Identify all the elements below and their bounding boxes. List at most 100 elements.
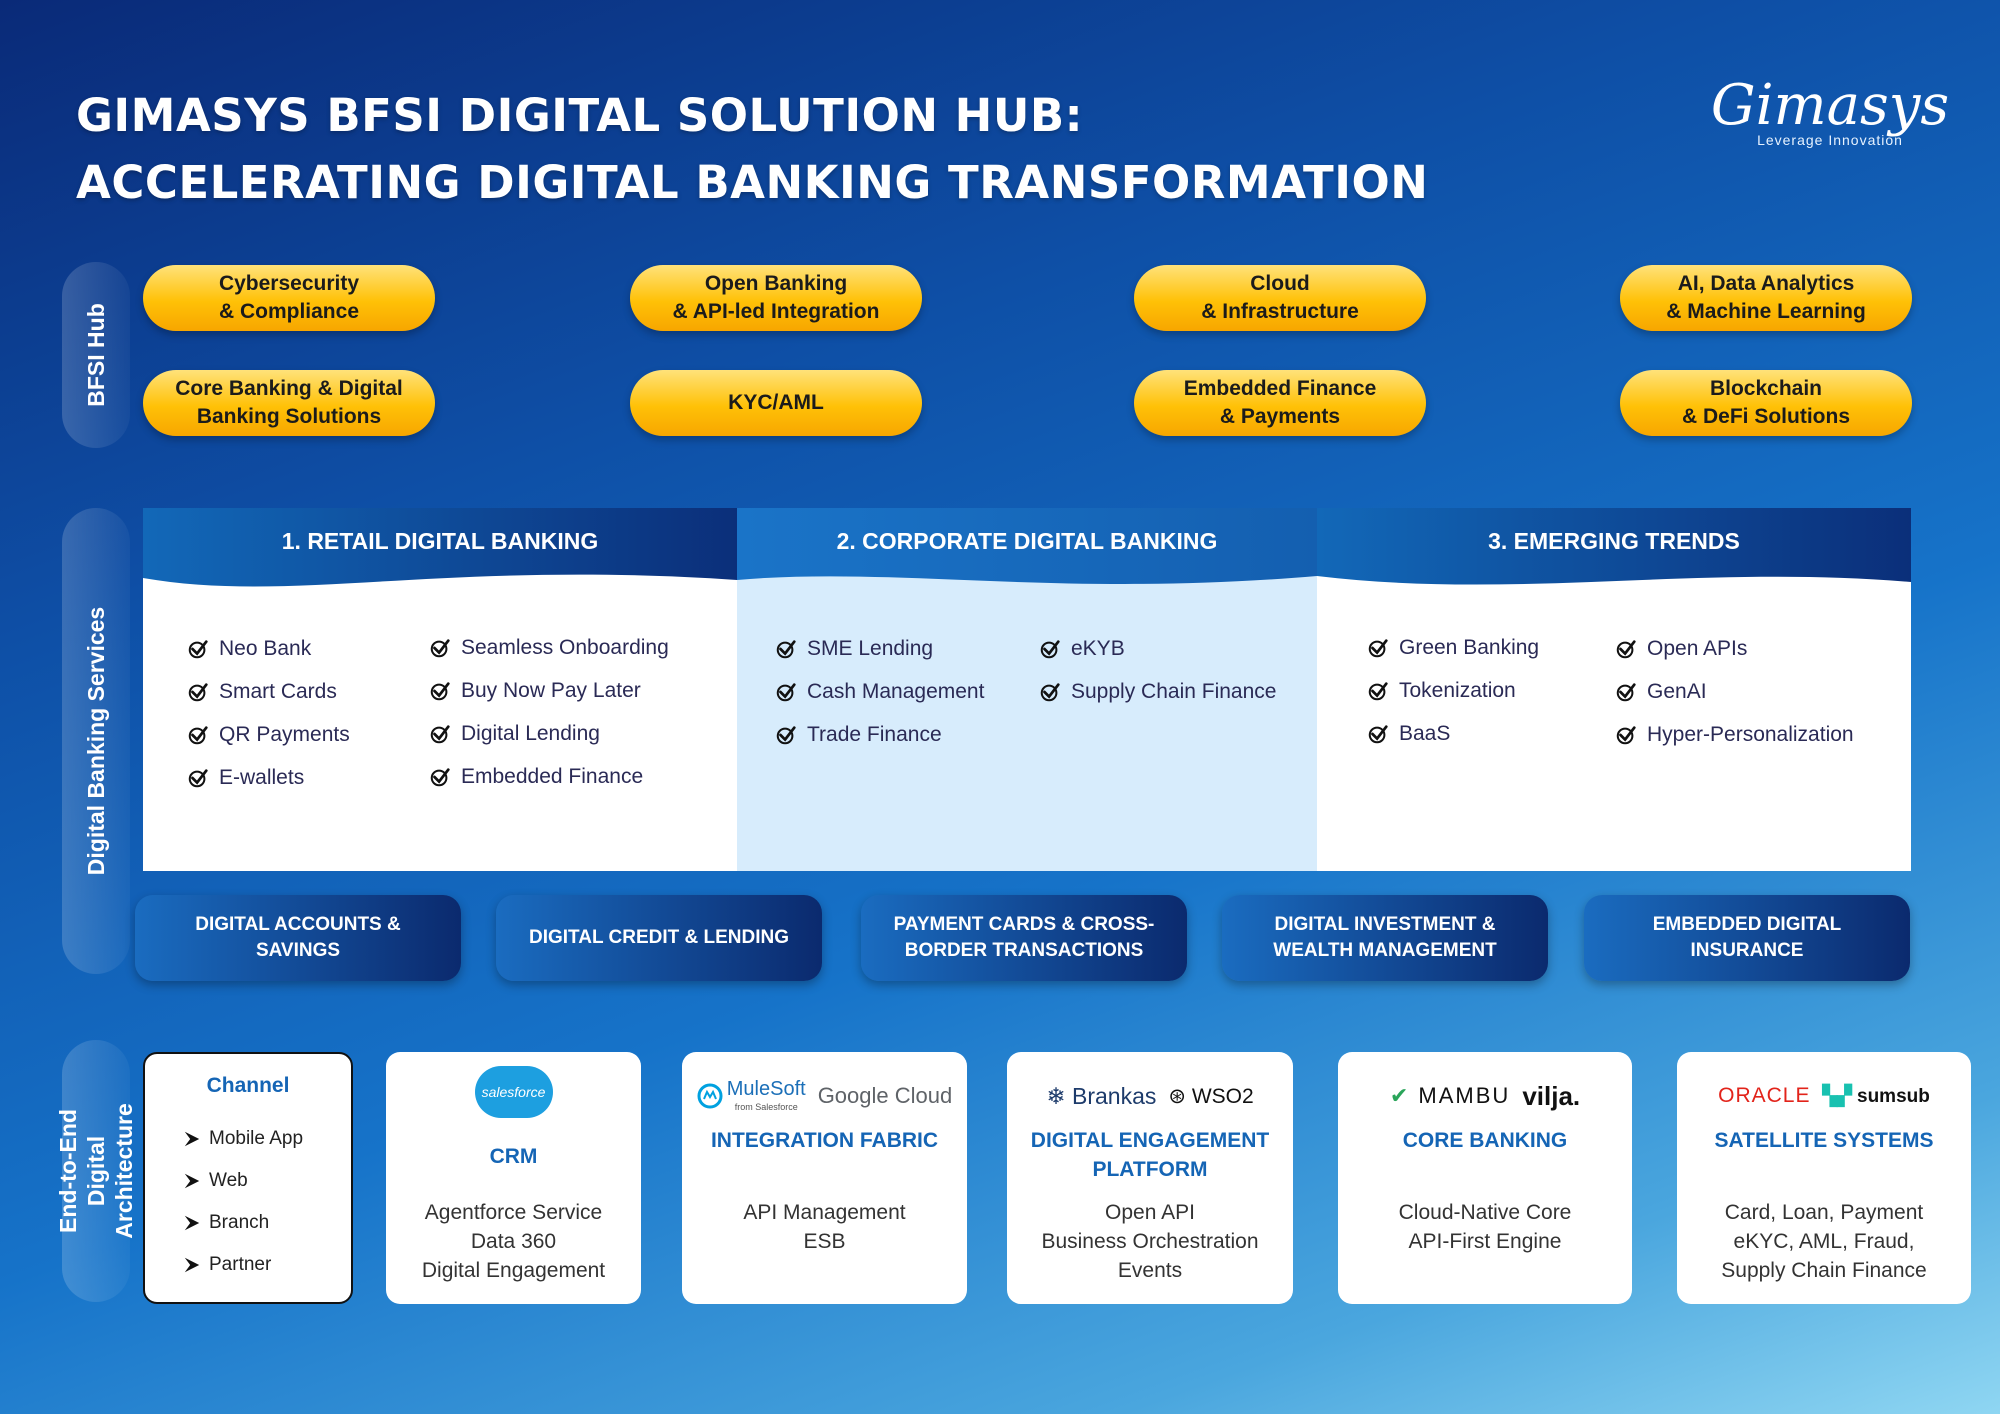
logo-tagline: Leverage Innovation (1757, 132, 1903, 148)
column-heading: 2. CORPORATE DIGITAL BANKING (737, 508, 1317, 588)
column-retail: 1. RETAIL DIGITAL BANKING Neo Bank Smart… (143, 508, 737, 871)
check-icon (1616, 639, 1636, 658)
list-item: Supply Chain Finance (1039, 670, 1276, 713)
card-logos: ❄ Brankas ⊛ WSO2 (1007, 1074, 1293, 1118)
wso2-logo: ⊛ WSO2 (1168, 1084, 1254, 1108)
services-panel: 1. RETAIL DIGITAL BANKING Neo Bank Smart… (143, 508, 1911, 871)
list-item: QR Payments (187, 713, 350, 756)
check-icon (776, 682, 796, 701)
category-digital-investment[interactable]: DIGITAL INVESTMENT & WEALTH MANAGEMENT (1222, 895, 1548, 981)
side-label-text: Digital Banking Services (83, 606, 109, 876)
card-logos: salesforce (386, 1064, 641, 1120)
category-embedded-insurance[interactable]: EMBEDDED DIGITAL INSURANCE (1584, 895, 1910, 981)
title-line-1: GIMASYS BFSI DIGITAL SOLUTION HUB: (76, 89, 1084, 142)
arrow-right-icon (184, 1257, 200, 1273)
card-description: Open API Business Orchestration Events (1041, 1201, 1259, 1282)
check-icon (188, 768, 208, 787)
hub-pill-cybersecurity[interactable]: Cybersecurity & Compliance (143, 265, 435, 331)
side-label-text: End-to-End Digital Architecture (55, 1103, 137, 1239)
column-heading: 3. EMERGING TRENDS (1317, 508, 1911, 588)
gimasys-logo: Gimasys Leverage Innovation (1710, 73, 1950, 149)
category-payment-cards[interactable]: PAYMENT CARDS & CROSS- BORDER TRANSACTIO… (861, 895, 1187, 981)
side-label-text: BFSI Hub (83, 303, 109, 407)
list-item: Partner (183, 1244, 303, 1286)
list-item: Smart Cards (187, 670, 350, 713)
hub-pill-embedded-finance[interactable]: Embedded Finance & Payments (1134, 370, 1426, 436)
wave-divider (1317, 576, 1911, 602)
brankas-logo: ❄ Brankas (1046, 1082, 1157, 1109)
list-item: Mobile App (183, 1118, 303, 1160)
wave-divider (737, 576, 1317, 602)
list-item: Seamless Onboarding (429, 626, 669, 669)
card-logos: ✔ MAMBU vilja. (1338, 1074, 1632, 1118)
list-item: Neo Bank (187, 627, 350, 670)
card-title: INTEGRATION FABRIC (710, 1129, 939, 1152)
sumsub-logo: ▚▞ sumsub (1822, 1085, 1930, 1107)
check-icon (1368, 724, 1388, 743)
satellite-systems-card: ORACLE ▚▞ sumsub SATELLITE SYSTEMS Card,… (1677, 1052, 1971, 1304)
card-title: SATELLITE SYSTEMS (1714, 1129, 1934, 1152)
hub-pill-cloud[interactable]: Cloud & Infrastructure (1134, 265, 1426, 331)
title-line-2: ACCELERATING DIGITAL BANKING TRANSFORMAT… (76, 156, 1429, 209)
hub-pill-open-banking[interactable]: Open Banking & API-led Integration (630, 265, 922, 331)
page-title: GIMASYS BFSI DIGITAL SOLUTION HUB: ACCEL… (76, 82, 1428, 216)
check-icon (1616, 682, 1636, 701)
column-corporate: 2. CORPORATE DIGITAL BANKING SME Lending… (737, 508, 1317, 871)
column-emerging: 3. EMERGING TRENDS Green Banking Tokeniz… (1317, 508, 1911, 871)
side-label-bfsi-hub: BFSI Hub (62, 262, 130, 448)
card-title: CRM (489, 1145, 538, 1168)
mulesoft-logo: MuleSoft from Salesforce (697, 1078, 806, 1114)
list-item: Web (183, 1160, 303, 1202)
hub-pill-kyc-aml[interactable]: KYC/AML (630, 370, 922, 436)
check-icon (1040, 639, 1060, 658)
hub-pill-blockchain[interactable]: Blockchain & DeFi Solutions (1620, 370, 1912, 436)
list-item: eKYB (1039, 627, 1276, 670)
check-icon (1368, 681, 1388, 700)
list-item: Digital Lending (429, 712, 669, 755)
list-item: Open APIs (1615, 627, 1854, 670)
arrow-right-icon (184, 1173, 200, 1189)
check-icon (430, 681, 450, 700)
card-description: Cloud-Native Core API-First Engine (1398, 1201, 1572, 1253)
check-icon (1616, 725, 1636, 744)
emerging-list-b: Open APIs GenAI Hyper-Personalization (1615, 627, 1854, 756)
check-icon (430, 638, 450, 657)
hub-pill-core-banking[interactable]: Core Banking & Digital Banking Solutions (143, 370, 435, 436)
card-title: Channel (206, 1074, 290, 1097)
check-icon (188, 682, 208, 701)
mambu-logo: ✔ MAMBU (1389, 1083, 1511, 1108)
wave-divider (143, 574, 737, 602)
card-logos: ORACLE ▚▞ sumsub (1677, 1074, 1971, 1118)
list-item: Embedded Finance (429, 755, 669, 798)
list-item: Trade Finance (775, 713, 984, 756)
card-description: API Management ESB (743, 1201, 906, 1253)
list-item: GenAI (1615, 670, 1854, 713)
retail-list-b: Seamless Onboarding Buy Now Pay Later Di… (429, 626, 669, 798)
oracle-logo: ORACLE (1718, 1084, 1811, 1107)
list-item: Green Banking (1367, 626, 1539, 669)
card-description: Agentforce Service Data 360 Digital Enga… (421, 1201, 606, 1282)
crm-card: salesforce CRM Agentforce Service Data 3… (386, 1052, 641, 1304)
google-cloud-logo: Google Cloud (817, 1083, 953, 1108)
list-item: BaaS (1367, 712, 1539, 755)
digital-engagement-card: ❄ Brankas ⊛ WSO2 DIGITAL ENGAGEMENT PLAT… (1007, 1052, 1293, 1304)
core-banking-card: ✔ MAMBU vilja. CORE BANKING Cloud-Native… (1338, 1052, 1632, 1304)
side-label-digital-banking-services: Digital Banking Services (62, 508, 130, 974)
card-logos: MuleSoft from Salesforce Google Cloud (682, 1074, 967, 1118)
list-item: Branch (183, 1202, 303, 1244)
check-icon (188, 639, 208, 658)
arrow-right-icon (184, 1215, 200, 1231)
column-heading: 1. RETAIL DIGITAL BANKING (143, 508, 737, 588)
side-label-architecture: End-to-End Digital Architecture (55, 1040, 137, 1302)
check-icon (430, 767, 450, 786)
logo-name: Gimasys (1710, 73, 1950, 138)
check-icon (188, 725, 208, 744)
check-icon (1368, 638, 1388, 657)
emerging-list-a: Green Banking Tokenization BaaS (1367, 626, 1539, 755)
hub-pill-ai-data[interactable]: AI, Data Analytics & Machine Learning (1620, 265, 1912, 331)
category-digital-accounts[interactable]: DIGITAL ACCOUNTS & SAVINGS (135, 895, 461, 981)
check-icon (776, 725, 796, 744)
list-item: SME Lending (775, 627, 984, 670)
category-digital-credit[interactable]: DIGITAL CREDIT & LENDING (496, 895, 822, 981)
card-title: CORE BANKING (1402, 1129, 1568, 1152)
